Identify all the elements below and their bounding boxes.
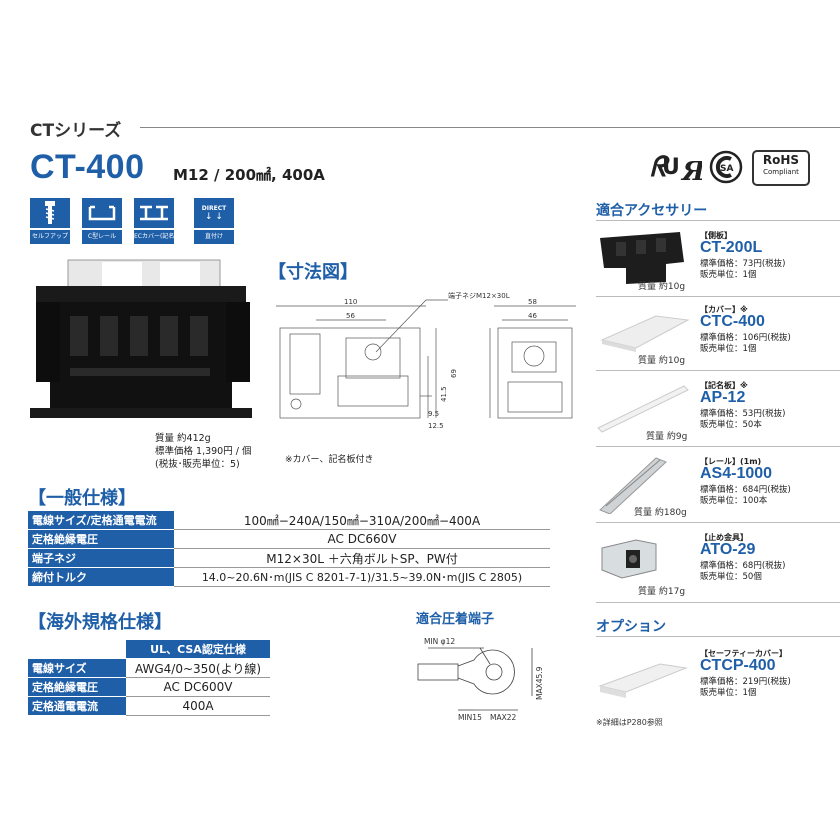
- overseas-spec-table: UL、CSA認定仕様 電線サイズ AWG4/0~350(より線) 定格絶縁電圧 …: [28, 640, 270, 716]
- csa-icon: SA: [708, 150, 744, 184]
- table-row: 電線サイズ AWG4/0~350(より線): [28, 658, 270, 678]
- dim-46: 46: [528, 312, 537, 320]
- option-item-ctcp-400: 【セーフティーカバー】 CTCP-400 標準価格：219円(税抜)販売単位：1…: [596, 640, 840, 714]
- table-row: 締付トルク 14.0~20.6N･m(JIS C 8201-7-1)/31.5~…: [28, 567, 550, 587]
- series-title: CTシリーズ: [30, 121, 122, 141]
- model-title: CT-400: [30, 148, 145, 186]
- dimension-heading: 【寸法図】: [268, 262, 358, 283]
- feature-direct: DIRECT ↓ ↓ 直付け: [194, 198, 234, 246]
- svg-text:Я: Я: [680, 157, 702, 184]
- product-image: [30, 258, 252, 428]
- svg-text:ᖇ: ᖇ: [650, 150, 670, 183]
- table-row: 定格通電電流 400A: [28, 696, 270, 716]
- c-rail-icon: [82, 198, 122, 228]
- accessories-divider: [596, 220, 840, 221]
- footnote: ※詳細はP280参照: [596, 718, 663, 727]
- dim-56: 56: [346, 312, 355, 320]
- option-heading: オプション: [596, 619, 666, 635]
- crimp-label-max-height: MAX45.9: [535, 666, 544, 700]
- table-header-row: UL、CSA認定仕様: [28, 640, 270, 659]
- accessory-item-as4-1000: 質量 約180g 【レール】(1m) AS4-1000 標準価格：684円(税抜…: [596, 448, 840, 523]
- rohs-badge: RoHS Compliant: [752, 150, 810, 186]
- dim-110: 110: [344, 298, 357, 306]
- product-info: 質量 約412g 標準価格 1,390円 / 個 (税抜･販売単位：5): [155, 433, 252, 470]
- accessory-item-ct-200l: 質量 約10g 【側板】 CT-200L 標準価格：73円(税抜)販売単位：1個: [596, 222, 840, 297]
- rail-image: [596, 454, 692, 515]
- dimension-note: ※カバー、記名板付き: [285, 455, 374, 465]
- dim-41-5: 41.5: [440, 386, 448, 402]
- crimp-label-max22: MAX22: [490, 713, 517, 722]
- table-row: 端子ネジ M12×30L ＋六角ボルトSP、PW付: [28, 548, 550, 568]
- crimp-label-min15: MIN15: [458, 713, 482, 722]
- accessory-item-ap-12: 質量 約9g 【記名板】※ AP-12 標準価格：53円(税抜)販売単位：50本: [596, 372, 840, 447]
- general-spec-heading: 【一般仕様】: [28, 488, 136, 509]
- feature-ec-cover: ECカバー(記名板カバー): [134, 198, 174, 246]
- side-plate-image: [596, 228, 692, 288]
- ul-recognized-icon: ᖇ U Я: [648, 150, 702, 184]
- name-plate-image: [596, 378, 692, 438]
- option-divider: [596, 636, 840, 637]
- dim-58: 58: [528, 298, 537, 306]
- stopper-image: [596, 530, 692, 590]
- crimp-terminal-heading: 適合圧着端子: [416, 612, 495, 627]
- screw-callout: 端子ネジM12×30L: [448, 291, 510, 300]
- svg-text:U: U: [662, 155, 680, 180]
- feature-c-rail: C型レール: [82, 198, 122, 246]
- ec-rail-icon: [134, 198, 174, 228]
- feature-self-up: セルフアップ: [30, 198, 70, 246]
- dim-9-5: 9.5: [428, 410, 439, 418]
- accessory-item-ato-29: 質量 約17g 【止め金具】 ATO-29 標準価格：68円(税抜)販売単位：5…: [596, 524, 840, 603]
- accessory-item-ctc-400: 質量 約10g 【カバー】※ CTC-400 標準価格：106円(税抜)販売単位…: [596, 296, 840, 371]
- table-row: 定格絶縁電圧 AC DC660V: [28, 529, 550, 549]
- series-divider: [140, 127, 840, 128]
- direct-mount-icon: DIRECT ↓ ↓: [194, 198, 234, 228]
- dim-12-5: 12.5: [428, 422, 444, 430]
- crimp-label-min-phi: MIN φ12: [424, 637, 455, 646]
- dim-69: 69: [450, 369, 458, 378]
- svg-text:SA: SA: [720, 164, 733, 174]
- overseas-spec-heading: 【海外規格仕様】: [28, 612, 172, 633]
- table-row: 定格絶縁電圧 AC DC600V: [28, 677, 270, 697]
- cover-image: [596, 302, 692, 362]
- safety-cover-image: [596, 646, 692, 706]
- crimp-terminal-drawing: MIN φ12 MAX45.9 MIN15 MAX22: [414, 630, 554, 726]
- table-row: 電線サイズ/定格通電電流 100㎟−240A/150㎟−310A/200㎟−40…: [28, 511, 550, 530]
- accessories-heading: 適合アクセサリー: [596, 203, 708, 219]
- model-subtitle: M12 / 200㎟, 400A: [173, 166, 325, 184]
- general-spec-table: 電線サイズ/定格通電電流 100㎟−240A/150㎟−310A/200㎟−40…: [28, 511, 550, 587]
- screw-icon: [30, 198, 70, 228]
- dimension-drawing: 110 56 58 46 69 41.5 9.5 12.5 端子ネジM12×30…: [276, 286, 586, 448]
